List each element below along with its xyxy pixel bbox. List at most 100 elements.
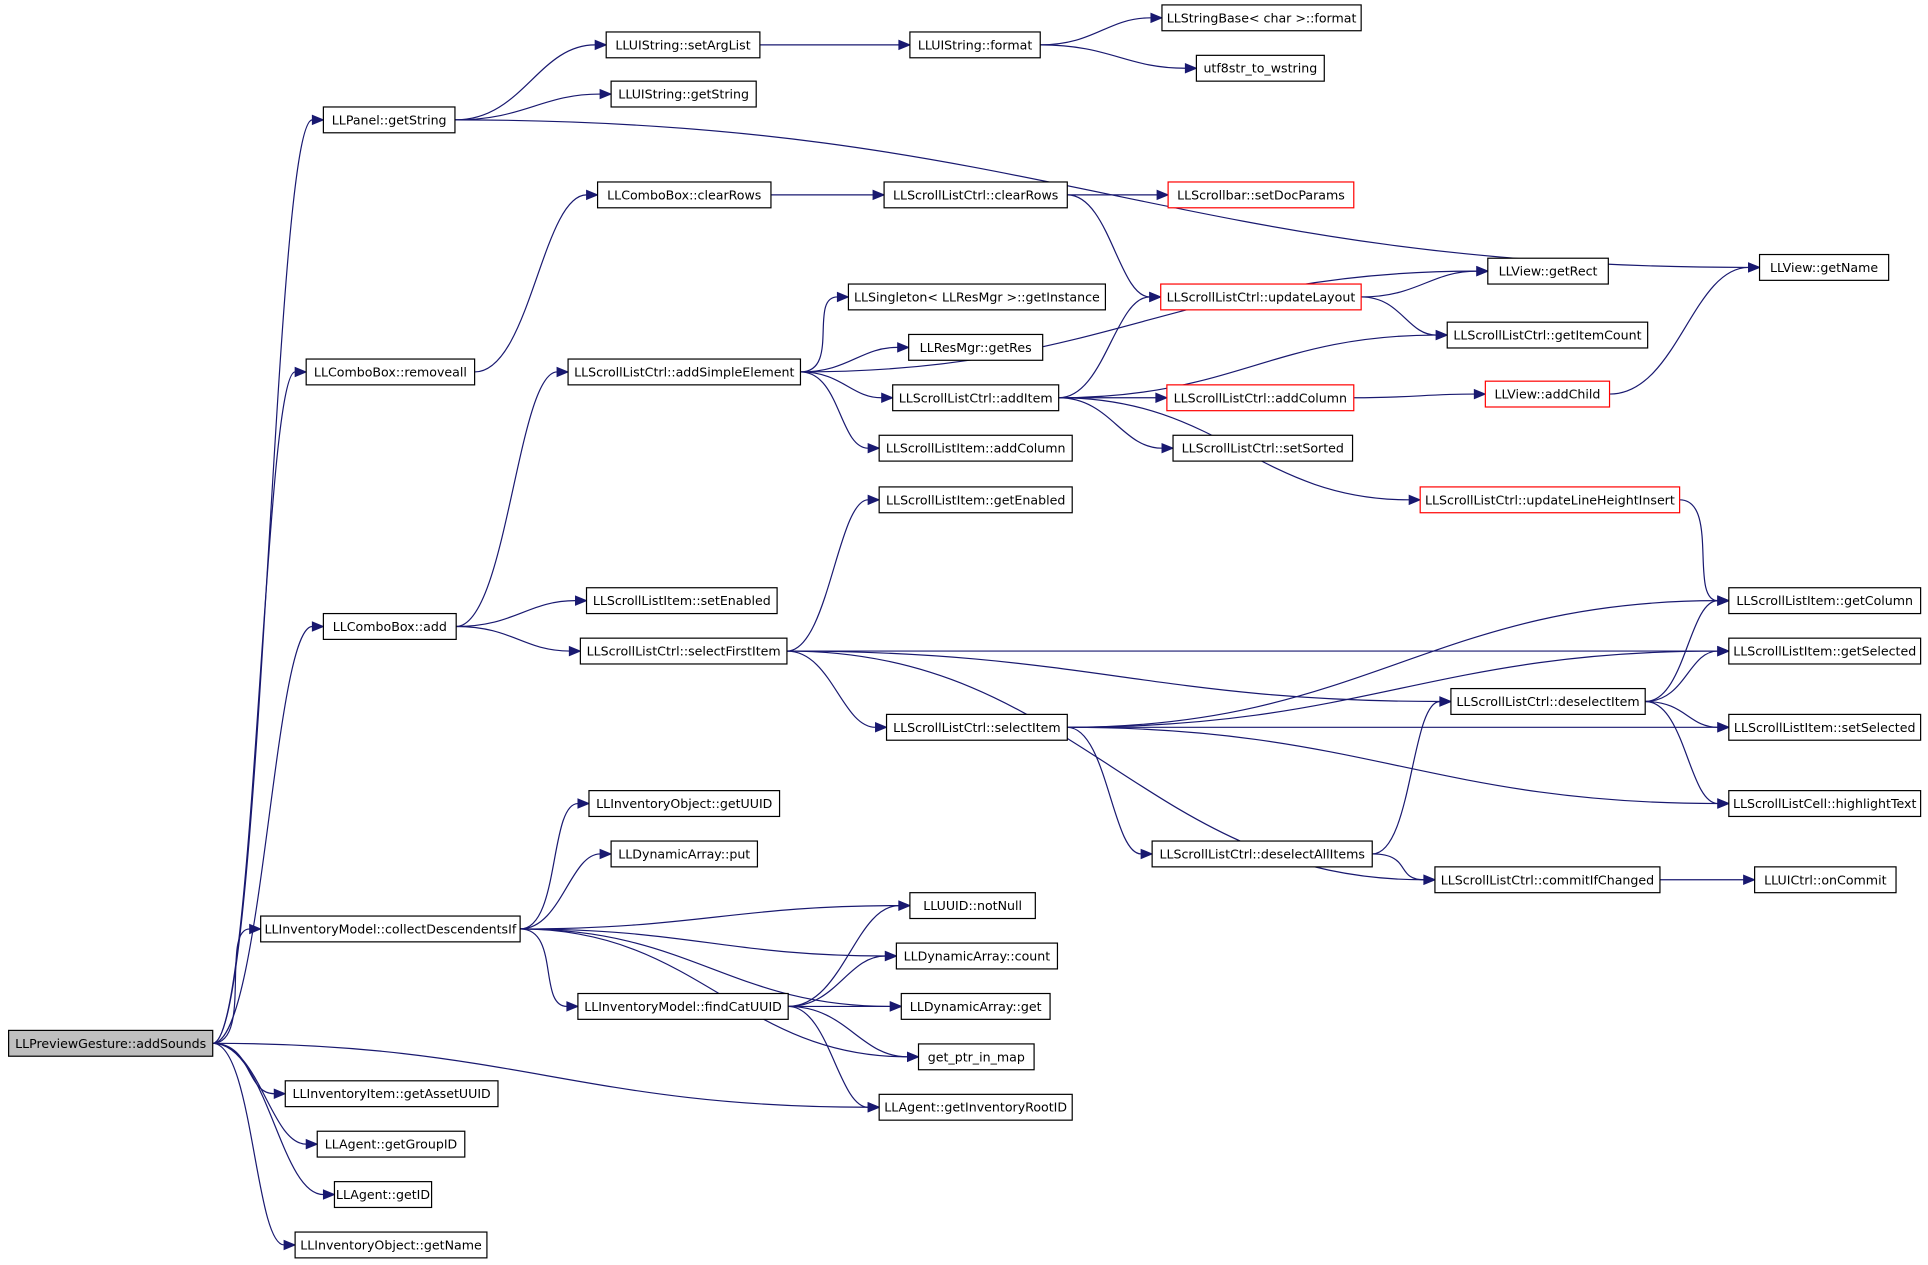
node-box [1419, 486, 1681, 514]
graph-node-n0[interactable]: LLPreviewGesture::addSounds [8, 1029, 214, 1057]
graph-node-n27[interactable]: LLScrollListCtrl::selectFirstItem [579, 637, 788, 665]
node-box [260, 915, 521, 943]
edge-line [1645, 600, 1718, 703]
graph-node-n33[interactable]: LLScrollListCell::highlightText [1728, 790, 1922, 818]
graph-edge [786, 650, 1453, 707]
graph-node-n13[interactable]: LLSingleton< LLResMgr >::getInstance [847, 283, 1107, 311]
graph-node-n6[interactable]: utf8str_to_wstring [1195, 54, 1325, 82]
edge-line [520, 928, 567, 1008]
arrowhead-icon [322, 1189, 336, 1200]
graph-node-n39[interactable]: LLUUID::notNull [909, 892, 1036, 920]
graph-edge [788, 950, 898, 1008]
graph-node-n37[interactable]: LLScrollListCtrl::commitIfChanged [1434, 866, 1661, 894]
graph-node-n20[interactable]: LLView::addChild [1484, 380, 1611, 408]
graph-node-n21[interactable]: LLScrollListItem::addColumn [878, 434, 1073, 462]
graph-node-n16[interactable]: LLComboBox::removeall [305, 358, 476, 386]
graph-node-n22[interactable]: LLScrollListCtrl::setSorted [1172, 434, 1354, 462]
graph-node-n46[interactable]: LLAgent::getInventoryRootID [878, 1093, 1073, 1121]
graph-edge [1058, 329, 1449, 399]
node-box [322, 612, 457, 640]
arrowhead-icon [1140, 848, 1154, 860]
graph-node-n36[interactable]: LLScrollListCtrl::deselectAllItems [1151, 840, 1373, 868]
node-box [294, 1231, 488, 1259]
graph-node-n35[interactable]: LLDynamicArray::put [610, 840, 759, 868]
graph-node-n34[interactable]: LLInventoryObject::getUUID [588, 790, 781, 818]
graph-node-n42[interactable]: LLInventoryModel::findCatUUID [577, 992, 789, 1020]
graph-node-n41[interactable]: LLDynamicArray::count [895, 942, 1059, 970]
graph-node-n5[interactable]: LLStringBase< char >::format [1161, 4, 1362, 32]
edge-line [1645, 700, 1718, 805]
arrowhead-icon [881, 392, 895, 404]
graph-node-n23[interactable]: LLScrollListItem::getEnabled [878, 486, 1073, 514]
graph-node-n14[interactable]: LLScrollListCtrl::getItemCount [1446, 321, 1649, 349]
graph-node-n30[interactable]: LLScrollListCtrl::deselectItem [1450, 687, 1646, 715]
edge-line [1609, 266, 1749, 395]
graph-node-n48[interactable]: LLAgent::getID [333, 1181, 433, 1209]
graph-edge [1645, 645, 1731, 703]
graph-node-n3[interactable]: LLUIString::getString [610, 80, 757, 108]
arrowhead-icon [867, 1102, 881, 1113]
graph-node-n28[interactable]: LLScrollListItem::getColumn [1728, 587, 1922, 615]
graph-node-n12[interactable]: LLScrollListCtrl::updateLayout [1160, 283, 1362, 311]
arrowhead-icon [1156, 189, 1170, 201]
graph-edge [520, 928, 580, 1012]
arrowhead-icon [1717, 798, 1731, 809]
graph-node-n31[interactable]: LLScrollListCtrl::selectItem [885, 713, 1068, 741]
edge-line [800, 371, 869, 449]
arrowhead-icon [907, 1051, 920, 1063]
graph-node-n49[interactable]: LLInventoryObject::getName [294, 1231, 488, 1259]
arrowhead-icon [599, 848, 613, 860]
graph-node-n1[interactable]: LLPanel::getString [322, 106, 456, 134]
node-label: LLUIString::format [918, 37, 1032, 52]
graph-node-n9[interactable]: LLScrollbar::setDocParams [1167, 181, 1355, 209]
node-box [1160, 283, 1362, 311]
node-label: LLDynamicArray::put [618, 846, 750, 861]
node-label: LLStringBase< char >::format [1167, 10, 1357, 25]
graph-node-n40[interactable]: LLInventoryModel::collectDescendentsIf [260, 915, 521, 943]
graph-node-n19[interactable]: LLScrollListCtrl::addColumn [1166, 384, 1355, 412]
node-label: LLUICtrl::onCommit [1764, 872, 1886, 887]
graph-edge [1609, 262, 1761, 395]
graph-node-n24[interactable]: LLScrollListCtrl::updateLineHeightInsert [1419, 486, 1681, 514]
node-box [1151, 840, 1373, 868]
graph-node-n4[interactable]: LLUIString::format [909, 31, 1041, 59]
graph-node-n2[interactable]: LLUIString::setArgList [605, 31, 761, 59]
graph-node-n47[interactable]: LLAgent::getGroupID [316, 1130, 466, 1158]
node-label: LLScrollListCtrl::deselectAllItems [1159, 846, 1364, 861]
node-box [588, 790, 781, 818]
graph-node-n10[interactable]: LLView::getName [1758, 253, 1890, 281]
edge-line [520, 802, 579, 930]
graph-node-n45[interactable]: LLInventoryItem::getAssetUUID [284, 1080, 499, 1108]
node-box [1446, 321, 1649, 349]
graph-edge [1040, 12, 1164, 46]
graph-node-n17[interactable]: LLScrollListCtrl::addSimpleElement [567, 358, 802, 386]
graph-node-n25[interactable]: LLScrollListItem::setEnabled [585, 587, 778, 615]
node-label: LLComboBox::clearRows [607, 187, 761, 202]
graph-node-n38[interactable]: LLUICtrl::onCommit [1754, 866, 1897, 894]
node-label: LLScrollListItem::getEnabled [886, 492, 1065, 507]
node-label: LLScrollListCtrl::addItem [899, 390, 1053, 405]
edge-line [520, 928, 908, 1058]
graph-node-n44[interactable]: get_ptr_in_map [917, 1043, 1035, 1071]
arrowhead-icon [311, 621, 325, 632]
node-label: LLScrollListCtrl::updateLayout [1167, 289, 1356, 304]
graph-node-n26[interactable]: LLComboBox::add [322, 612, 457, 640]
graph-node-n32[interactable]: LLScrollListItem::setSelected [1728, 713, 1922, 741]
graph-edge [800, 291, 850, 373]
graph-edge [212, 621, 325, 1044]
graph-node-n8[interactable]: LLScrollListCtrl::clearRows [883, 181, 1068, 209]
graph-node-n18[interactable]: LLScrollListCtrl::addItem [892, 384, 1060, 412]
graph-edge [788, 1005, 920, 1063]
edge-line [788, 904, 899, 1008]
arrowhead-icon [1155, 392, 1169, 404]
graph-node-n15[interactable]: LLResMgr::getRes [908, 333, 1044, 361]
graph-node-n43[interactable]: LLDynamicArray::get [900, 992, 1051, 1020]
graph-node-n7[interactable]: LLComboBox::clearRows [596, 181, 772, 209]
edge-line [456, 600, 576, 628]
graph-edge [800, 371, 895, 404]
graph-node-n11[interactable]: LLView::getRect [1487, 257, 1609, 285]
arrowhead-icon [1717, 722, 1731, 733]
arrowhead-icon [875, 722, 888, 733]
node-label: LLScrollListItem::getColumn [1736, 593, 1913, 608]
graph-node-n29[interactable]: LLScrollListItem::getSelected [1728, 637, 1922, 665]
